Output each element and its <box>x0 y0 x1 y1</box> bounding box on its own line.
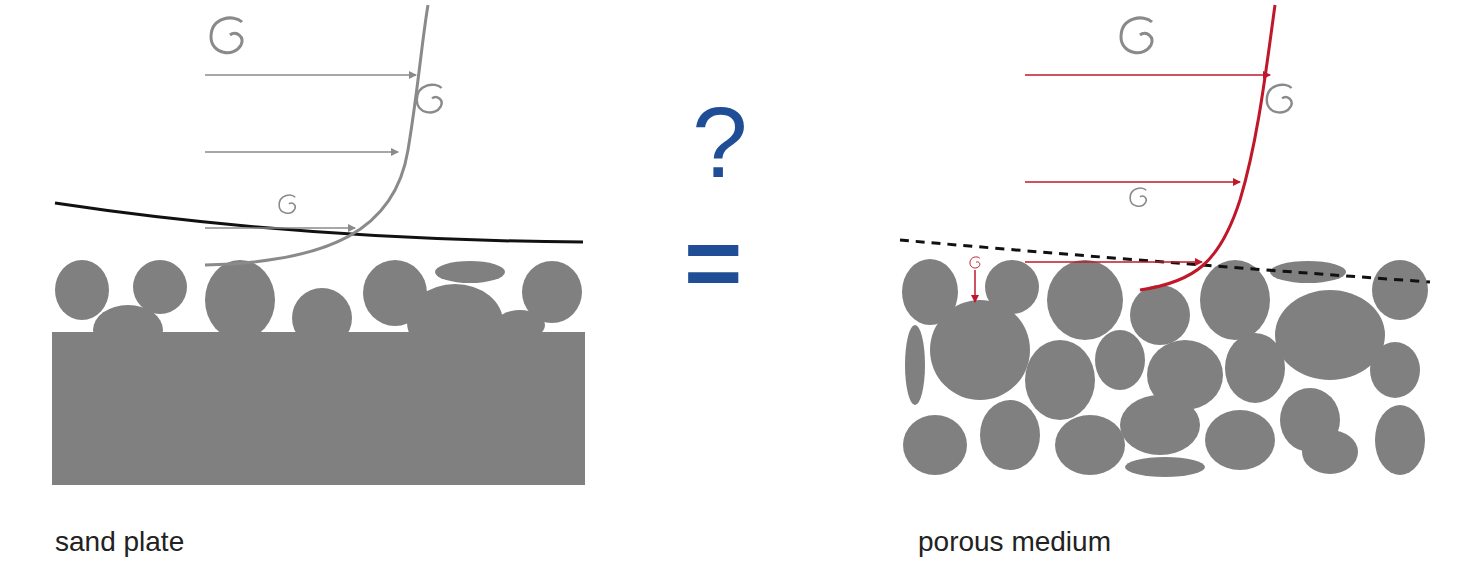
velocity-arrow <box>205 151 398 153</box>
grain <box>1270 261 1346 283</box>
velocity-arrow <box>1025 261 1202 263</box>
grain <box>1095 330 1145 390</box>
eddy <box>417 85 442 113</box>
grain <box>1200 260 1270 340</box>
grain <box>292 288 352 348</box>
grain <box>1130 285 1190 345</box>
grain <box>407 284 503 360</box>
grain <box>205 260 275 340</box>
grain <box>1370 342 1420 398</box>
grain <box>905 325 925 405</box>
question-symbol: ? <box>692 92 748 192</box>
grain <box>1225 333 1285 403</box>
grain <box>903 415 967 475</box>
grain <box>1372 260 1428 320</box>
velocity-profile <box>205 5 428 265</box>
penetration-arrow <box>974 270 976 302</box>
grain <box>495 310 545 340</box>
interface-line <box>55 203 583 242</box>
eddies <box>211 18 442 213</box>
sand-plate <box>52 260 585 485</box>
eddies <box>970 257 980 268</box>
eddy <box>970 257 980 268</box>
grain <box>980 400 1040 470</box>
eddy <box>1267 85 1292 113</box>
grain <box>1275 290 1385 380</box>
velocity-arrow <box>1025 181 1240 183</box>
porous-medium <box>902 259 1428 477</box>
velocity-arrow <box>205 74 416 76</box>
eddy <box>211 18 242 53</box>
eddy <box>279 195 295 213</box>
grain <box>1120 395 1200 455</box>
panel-caption: porous medium <box>918 528 1111 556</box>
grain <box>1302 430 1358 474</box>
eddies <box>1121 18 1292 206</box>
grain <box>55 260 109 320</box>
velocity-arrow <box>1025 74 1270 76</box>
grain <box>1055 415 1125 475</box>
equals-symbol: = <box>684 212 742 312</box>
grain <box>93 305 163 355</box>
velocity-arrow <box>205 227 355 229</box>
grain <box>930 300 1030 400</box>
eddy <box>1130 188 1146 206</box>
grain <box>1205 410 1275 470</box>
velocity-profile <box>1140 5 1275 290</box>
plate-base <box>52 332 585 485</box>
grain <box>435 261 505 283</box>
eddy <box>1121 18 1152 53</box>
grain <box>1125 457 1205 477</box>
grain <box>133 260 187 314</box>
grain <box>1025 340 1095 420</box>
grain <box>1047 260 1123 340</box>
grain <box>1375 405 1425 475</box>
panel-caption: sand plate <box>55 528 184 556</box>
interface-line <box>900 240 1430 282</box>
